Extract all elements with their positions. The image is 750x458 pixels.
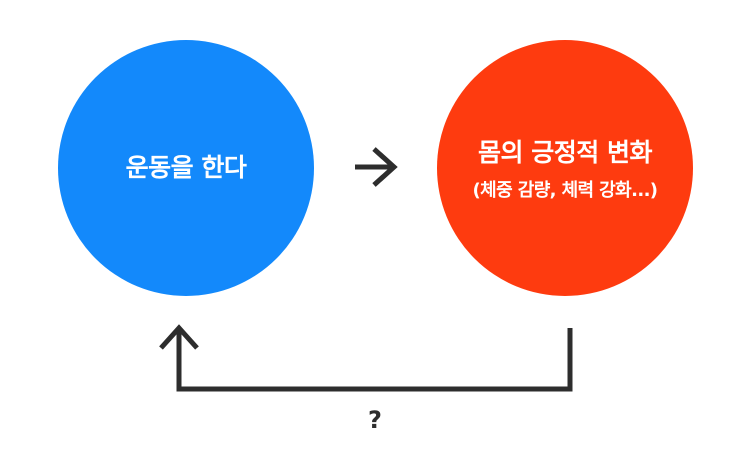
feedback-loop-line: [176, 328, 573, 392]
feedback-question-mark: ?: [368, 406, 382, 434]
node-positive-change: 몸의 긍정적 변화 (체중 감량, 체력 강화...): [437, 40, 693, 296]
node-positive-change-label: 몸의 긍정적 변화: [478, 138, 652, 168]
node-exercise: 운동을 한다: [58, 40, 314, 296]
node-exercise-label: 운동을 한다: [125, 153, 247, 182]
node-positive-change-sublabel: (체중 감량, 체력 강화...): [472, 180, 658, 202]
arrow-right-icon: [355, 147, 398, 187]
arrow-up-icon: [159, 324, 199, 350]
